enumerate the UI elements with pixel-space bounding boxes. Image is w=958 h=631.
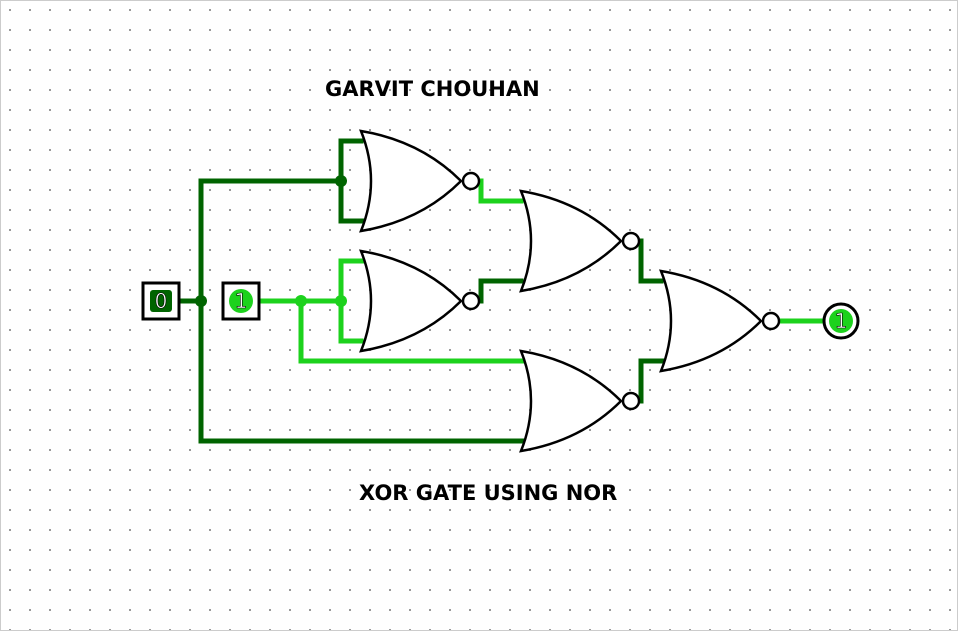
output-value: 1 [835,309,848,333]
pin-a-value: 0 [155,289,168,313]
input-pin-a[interactable]: 0 [141,281,181,321]
nor-gate-2[interactable] [359,249,481,353]
junction-dot [335,295,347,307]
wire-nor2-out[interactable] [478,278,524,304]
junction-dot [195,295,207,307]
pin-b-indicator [229,289,253,313]
circuit-subtitle: XOR GATE USING NOR [359,481,617,505]
junction-dot [295,295,307,307]
nor-gate-3[interactable] [519,189,641,293]
nor-gate-1[interactable] [359,129,481,233]
nor-gate-5[interactable] [659,269,781,373]
pin-b-value: 1 [235,289,248,313]
wire-nor1-out[interactable] [478,178,524,204]
input-pin-b[interactable]: 1 [221,281,261,321]
junction-dot [335,175,347,187]
output-pin-y[interactable]: 1 [822,302,860,340]
output-indicator [829,309,853,333]
pin-a-indicator [150,290,172,312]
wire-nor3-out[interactable] [638,238,664,284]
wire-nor4-out[interactable] [638,358,669,404]
nor-gate-4[interactable] [519,349,641,453]
circuit-title: GARVIT CHOUHAN [325,77,540,101]
